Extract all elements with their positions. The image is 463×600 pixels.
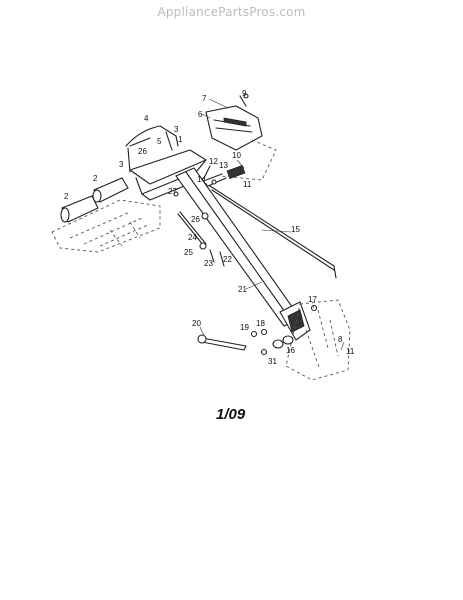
callout-7: 7	[202, 94, 207, 103]
callout-3b: 3	[119, 160, 124, 169]
link-rod	[177, 211, 225, 267]
callout-20: 20	[192, 319, 201, 328]
callout-9: 9	[242, 89, 247, 98]
callout-19: 19	[240, 323, 249, 332]
callout-31: 31	[268, 357, 277, 366]
callout-16: 17	[308, 295, 317, 304]
control-cover	[205, 93, 263, 151]
callout-5: 5	[157, 137, 162, 146]
callout-11b: 11	[346, 347, 355, 356]
callout-15: 15	[291, 225, 300, 234]
callout-17: 16	[286, 346, 295, 355]
callout-2b: 2	[64, 192, 69, 201]
callout-27: 27	[168, 187, 177, 196]
callout-11a: 11	[243, 180, 252, 189]
callout-21: 21	[238, 285, 247, 294]
grip-left	[60, 195, 99, 223]
callout-26a: 26	[138, 147, 147, 156]
callout-26b: 24	[188, 233, 197, 242]
callout-12: 12	[209, 157, 218, 166]
callout-24: 25	[184, 248, 193, 257]
leader-lines	[199, 98, 345, 351]
callout-25: 26	[191, 215, 200, 224]
callout-1: 1	[178, 135, 183, 144]
base-hardware	[173, 191, 318, 356]
control-rod	[209, 185, 337, 279]
callout-labels: 9 7 6 4 3 1 5 26 10 12 3 13 14 2 11 27 2…	[64, 89, 355, 366]
main-tube	[175, 167, 311, 341]
base-outline	[285, 299, 351, 381]
callout-6: 6	[198, 110, 203, 119]
callout-23: 23	[204, 259, 213, 268]
callout-8: 8	[338, 335, 343, 344]
callout-4: 4	[144, 114, 149, 123]
callout-3a: 3	[174, 125, 179, 134]
callout-18: 18	[256, 319, 265, 328]
handlebar-frame	[125, 125, 211, 201]
grip-right	[92, 177, 129, 203]
callout-10: 10	[232, 151, 241, 160]
callout-22: 22	[223, 255, 232, 264]
date-code: 1/09	[216, 406, 246, 423]
callout-2a: 2	[93, 174, 98, 183]
callout-14: 14	[197, 175, 206, 184]
lever-arm	[197, 334, 247, 351]
callout-13: 13	[219, 161, 228, 170]
site-watermark: AppliancePartsPros.com	[157, 5, 306, 19]
footplate-outline	[51, 199, 161, 253]
